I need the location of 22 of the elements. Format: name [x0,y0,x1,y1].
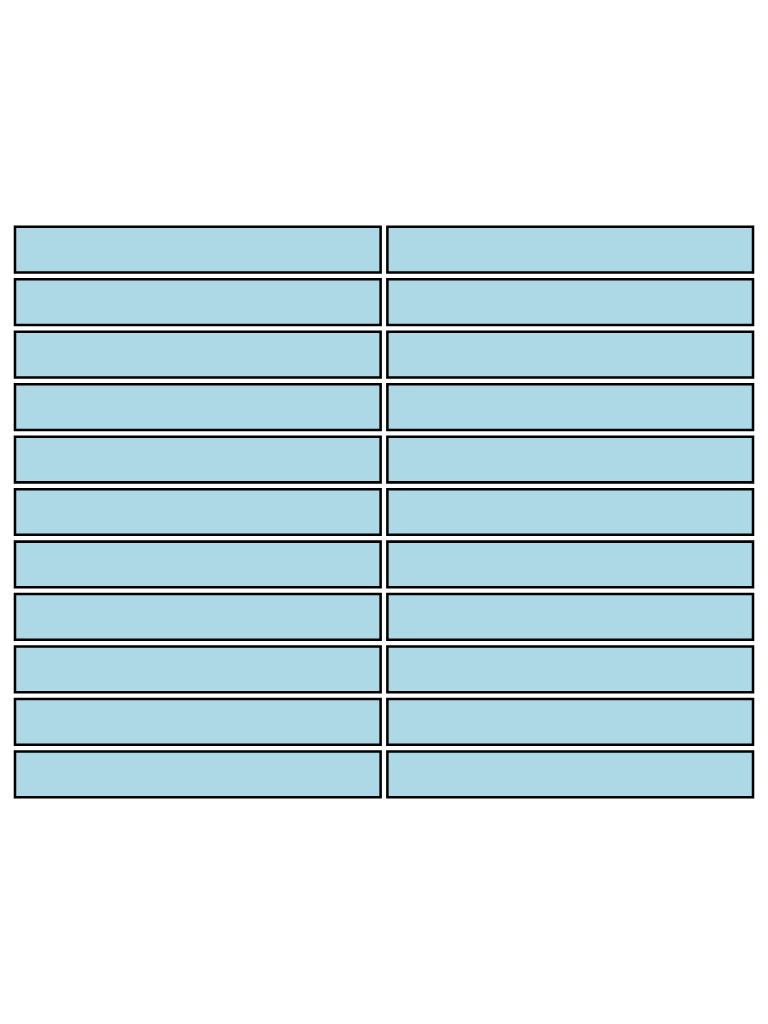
node-box [13,435,382,484]
node-box [386,330,755,379]
node-box [13,382,382,432]
node-box [386,592,755,642]
node-box [13,697,382,746]
node-box [386,487,755,537]
node-box [13,278,382,327]
node-box [386,750,755,799]
node-box [13,592,382,642]
node-box [13,487,382,537]
node-box [386,540,755,589]
node-box [13,330,382,379]
node-box [386,697,755,746]
node-box [386,225,755,274]
node-box [13,750,382,799]
node-box [386,645,755,694]
node-box [13,540,382,589]
node-box [386,382,755,432]
node-box [386,278,755,327]
node-box [13,225,382,274]
node-box [13,645,382,694]
node-box [386,435,755,484]
